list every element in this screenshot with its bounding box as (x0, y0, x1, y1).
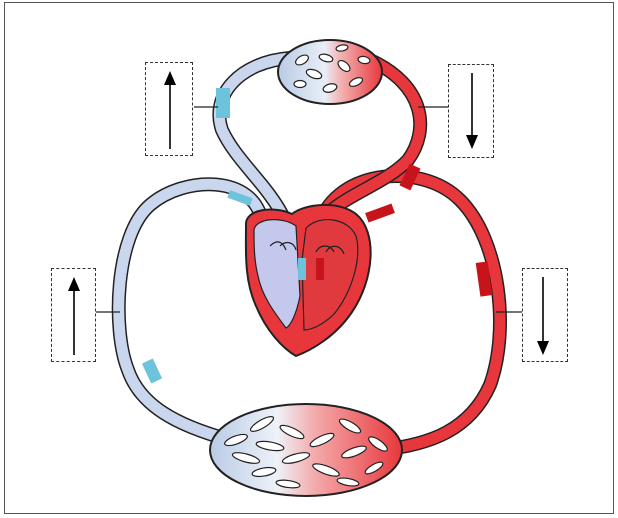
arrow-up-icon (146, 63, 194, 157)
arrow-down-icon (449, 65, 495, 159)
pulmonary-artery-flow-box[interactable] (145, 62, 193, 156)
arrow-up-icon (52, 269, 97, 363)
aorta-flow-box[interactable] (522, 268, 568, 362)
pulmonary-capillary-bed (278, 40, 382, 104)
arrow-down-icon (523, 269, 569, 363)
vena-cava-flow-box[interactable] (51, 268, 96, 362)
pulmonary-vein-flow-box[interactable] (448, 64, 494, 158)
systemic-capillary-bed (210, 404, 402, 496)
vena-cava-vessel (119, 184, 262, 440)
heart (246, 205, 371, 356)
